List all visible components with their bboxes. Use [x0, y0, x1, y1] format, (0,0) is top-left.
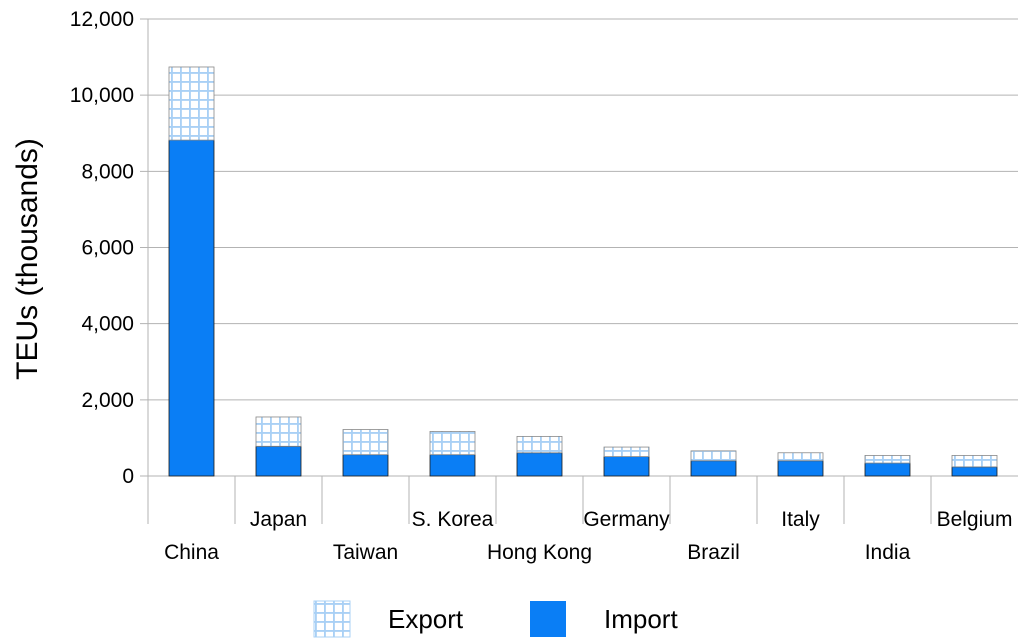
x-tick-label: S. Korea: [412, 508, 494, 531]
bar-import: [342, 454, 389, 477]
bar-export: [777, 452, 824, 462]
y-tick-label: 2,000: [81, 389, 134, 412]
bar-export: [864, 455, 911, 464]
x-tick-label: Brazil: [687, 541, 740, 564]
x-tick-label: Germany: [583, 508, 670, 531]
bar-export: [603, 446, 650, 457]
bar-export: [951, 455, 998, 468]
bar-import: [777, 460, 824, 477]
legend: Export Import: [313, 600, 678, 638]
bar-import: [951, 466, 998, 477]
x-tick-label: Japan: [250, 508, 307, 531]
bar-import: [255, 445, 302, 477]
bar-import: [429, 454, 476, 477]
y-tick-label: 8,000: [81, 160, 134, 183]
bar-import: [168, 139, 215, 477]
x-tick-label: Taiwan: [333, 541, 398, 564]
y-tick-label: 10,000: [70, 84, 134, 107]
gridlines: [140, 18, 1018, 477]
bar-export: [516, 435, 563, 454]
x-tick-label: Hong Kong: [487, 541, 592, 564]
x-tick-label: China: [164, 541, 219, 564]
y-tick-label: 12,000: [70, 8, 134, 31]
legend-label-export: Export: [388, 604, 464, 634]
bars: [168, 66, 998, 477]
bar-export: [342, 429, 389, 456]
y-axis-label: TEUs (thousands): [11, 138, 44, 380]
bar-import: [603, 456, 650, 477]
y-tick-label: 6,000: [81, 237, 134, 260]
legend-swatch-export: [313, 600, 351, 638]
bar-export: [168, 66, 215, 141]
bar-export: [690, 450, 737, 462]
x-tick-label: India: [865, 541, 911, 564]
legend-label-import: Import: [604, 604, 678, 634]
x-tick-label: Belgium: [937, 508, 1013, 531]
bar-import: [864, 462, 911, 477]
y-axis-ticks: 0 2,000 4,000 6,000 8,000 10,000 12,000: [70, 8, 134, 488]
bar-export: [429, 431, 476, 456]
y-tick-label: 4,000: [81, 313, 134, 336]
bar-export: [255, 416, 302, 447]
x-tick-label: Italy: [781, 508, 820, 531]
legend-swatch-import: [530, 601, 566, 637]
bar-import: [690, 460, 737, 477]
bar-import: [516, 452, 563, 477]
y-tick-label: 0: [122, 465, 134, 488]
